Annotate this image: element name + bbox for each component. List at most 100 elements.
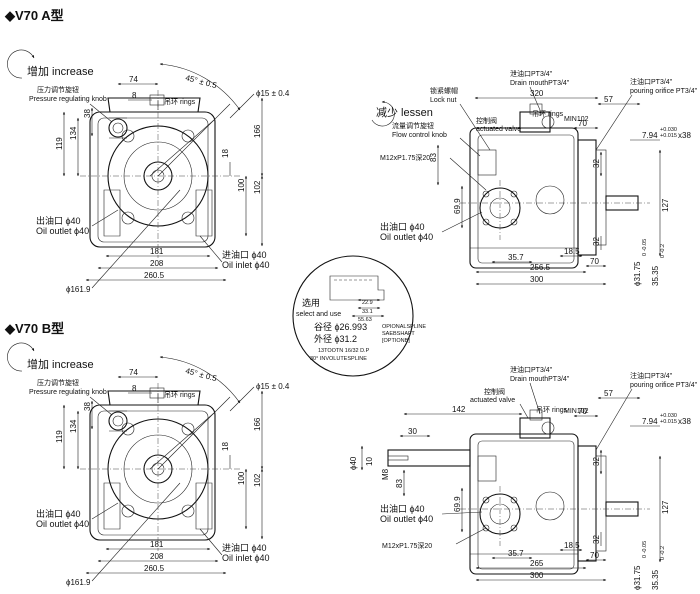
m12-a: M12xP1.75深20 bbox=[380, 153, 430, 162]
dim-119-b: 119 bbox=[55, 430, 64, 443]
pour-en-a: pouring orifice PT3/4" bbox=[630, 88, 698, 95]
section-a-title: ◆V70 A型 bbox=[4, 8, 64, 23]
dim-185-a: 18.5 bbox=[564, 247, 580, 256]
dim-142-b: 142 bbox=[452, 405, 466, 414]
dim-265-b: 265 bbox=[530, 559, 544, 568]
dim-70b-a: 70 bbox=[590, 257, 599, 266]
knob-label-cn: 压力调节旋钮 bbox=[37, 85, 79, 94]
outlet-en-b: Oil outlet ϕ40 bbox=[380, 514, 433, 524]
dim-166: 166 bbox=[253, 124, 262, 138]
dim-1619: ϕ161.9 bbox=[66, 285, 91, 294]
dim-32a-b: 32 bbox=[592, 457, 601, 466]
inlet-en: Oil inlet ϕ40 bbox=[222, 260, 270, 270]
outlet-en-a: Oil outlet ϕ40 bbox=[380, 232, 433, 242]
dim-83-b: 83 bbox=[395, 479, 404, 488]
inlet-cn-b: 进油口 ϕ40 bbox=[222, 542, 267, 553]
dim-30-b: 30 bbox=[408, 427, 417, 436]
dim-8-b: 8 bbox=[132, 384, 137, 393]
dim-angle-b: 45° ± 0.5 bbox=[184, 366, 218, 383]
dim-181-b: 181 bbox=[150, 540, 164, 549]
spline-spec2: SAEBSHAFT bbox=[382, 331, 415, 337]
dim-119: 119 bbox=[55, 137, 64, 150]
outlet-cn-b: 出油口 ϕ40 bbox=[36, 508, 81, 519]
spline-option-cn: 选用 bbox=[302, 297, 320, 308]
valve-cn-a: 控制阀 bbox=[476, 116, 497, 125]
dim-3175tol-b: 0 -0.05 bbox=[642, 541, 648, 558]
dim-794-b: 7.94 bbox=[642, 417, 658, 426]
dim-102-b: 102 bbox=[253, 473, 262, 487]
flow-cn: 流量调节旋钮 bbox=[392, 121, 434, 130]
dim-3175-a: ϕ31.75 bbox=[633, 261, 642, 286]
lock-cn: 锁紧螺帽 bbox=[430, 86, 458, 95]
dim-32a-a: 32 bbox=[592, 159, 601, 168]
dim-32b-b: 32 bbox=[592, 535, 601, 544]
dim-100: 100 bbox=[237, 178, 246, 192]
drain-en-a: Drain mouthPT3/4" bbox=[510, 80, 570, 87]
dim-70-b: 70 bbox=[578, 407, 587, 416]
knob-label-cn-b: 压力调节旋钮 bbox=[37, 378, 79, 387]
lessen-label: 减少 lessen bbox=[376, 106, 433, 119]
dim-38-b: 38 bbox=[83, 402, 92, 411]
spline-spec5: 30° INVOLUTESPLINE bbox=[310, 356, 367, 362]
dim-57-b: 57 bbox=[604, 389, 613, 398]
side-view-b: 泄油口PT3/4" Drain mouthPT3/4" 控制阀 actuated… bbox=[349, 365, 698, 590]
inlet-cn: 进油口 ϕ40 bbox=[222, 249, 267, 260]
front-view-a: 增加 increase 压力调节旋钮 Pressure regulating k… bbox=[7, 49, 290, 294]
pour-cn-b: 注油口PT3/4" bbox=[630, 371, 673, 380]
dim-10-b: 10 bbox=[365, 457, 374, 466]
min102-b: MIN102 bbox=[564, 408, 589, 415]
dim-794-tol2-a: +0.015 bbox=[660, 133, 677, 139]
dim-3535tol-b: 0 -0.2 bbox=[660, 546, 666, 560]
dim-3535tol-a: 0 -0.2 bbox=[660, 244, 666, 258]
dim-185-b: 18.5 bbox=[564, 541, 580, 550]
dim-357-b: 35.7 bbox=[508, 549, 524, 558]
lock-en: Lock nut bbox=[430, 97, 457, 104]
drain-cn-a: 泄油口PT3/4" bbox=[510, 69, 553, 78]
dim-57-a: 57 bbox=[604, 95, 613, 104]
outlet-cn: 出油口 ϕ40 bbox=[36, 215, 81, 226]
increase-label: 增加 increase bbox=[27, 64, 94, 78]
outlet-cn-b: 出油口 ϕ40 bbox=[380, 503, 425, 514]
dim-40-b: ϕ40 bbox=[349, 456, 358, 470]
dim-794-tol2-b: +0.015 bbox=[660, 419, 677, 425]
spline-spec4: 13TOOTN 16/32 D.P bbox=[318, 348, 370, 354]
dim-15-b: ϕ15 ± 0.4 bbox=[256, 382, 290, 391]
rings-label: 吊环 rings bbox=[164, 98, 196, 106]
drain-cn-b: 泄油口PT3/4" bbox=[510, 365, 553, 374]
outlet-en-b: Oil outlet ϕ40 bbox=[36, 519, 89, 529]
rings-b: 吊环 rings bbox=[536, 406, 568, 414]
dim-74-b: 74 bbox=[129, 368, 138, 377]
valve-cn-b: 控制阀 bbox=[484, 387, 505, 396]
drain-en-b: Drain mouthPT3/4" bbox=[510, 376, 570, 383]
dim-1619-b: ϕ161.9 bbox=[66, 578, 91, 587]
dim-794x-b: x38 bbox=[678, 417, 691, 426]
dim-127-a: 127 bbox=[661, 198, 670, 212]
m12-b: M12xP1.75深20 bbox=[382, 541, 432, 550]
knob-label-en: Pressure regulating knob bbox=[29, 96, 107, 103]
outlet-cn-a: 出油口 ϕ40 bbox=[380, 221, 425, 232]
valve-en-a: actuated valve bbox=[476, 126, 521, 133]
flow-en: Flow control knob bbox=[392, 132, 447, 139]
dim-3175-b: ϕ31.75 bbox=[633, 565, 642, 590]
dim-100-b: 100 bbox=[237, 471, 246, 485]
dim-794-tol1-a: +0.030 bbox=[660, 127, 677, 133]
spline-outer: 外径 ϕ31.2 bbox=[314, 333, 357, 344]
dim-208-b: 208 bbox=[150, 552, 164, 561]
dim-18-b: 18 bbox=[221, 442, 230, 451]
spline-331: 33.1 bbox=[362, 309, 373, 315]
inlet-en-b: Oil inlet ϕ40 bbox=[222, 553, 270, 563]
dim-208: 208 bbox=[150, 259, 164, 268]
spline-spec3: [OPTIONB] bbox=[382, 338, 410, 344]
dim-794-tol1-b: +0.030 bbox=[660, 413, 677, 419]
dim-300-b: 300 bbox=[530, 571, 544, 580]
dim-699-a: 69.9 bbox=[453, 198, 462, 214]
dim-134: 134 bbox=[69, 126, 78, 140]
dim-181: 181 bbox=[150, 247, 164, 256]
pour-en-b: pouring orifice PT3/4" bbox=[630, 382, 698, 389]
increase-label-b: 增加 increase bbox=[27, 357, 94, 371]
dim-18: 18 bbox=[221, 149, 230, 158]
outlet-en: Oil outlet ϕ40 bbox=[36, 226, 89, 236]
dim-83-a: 83 bbox=[429, 153, 438, 162]
dim-3535-b: 35.35 bbox=[651, 569, 660, 590]
